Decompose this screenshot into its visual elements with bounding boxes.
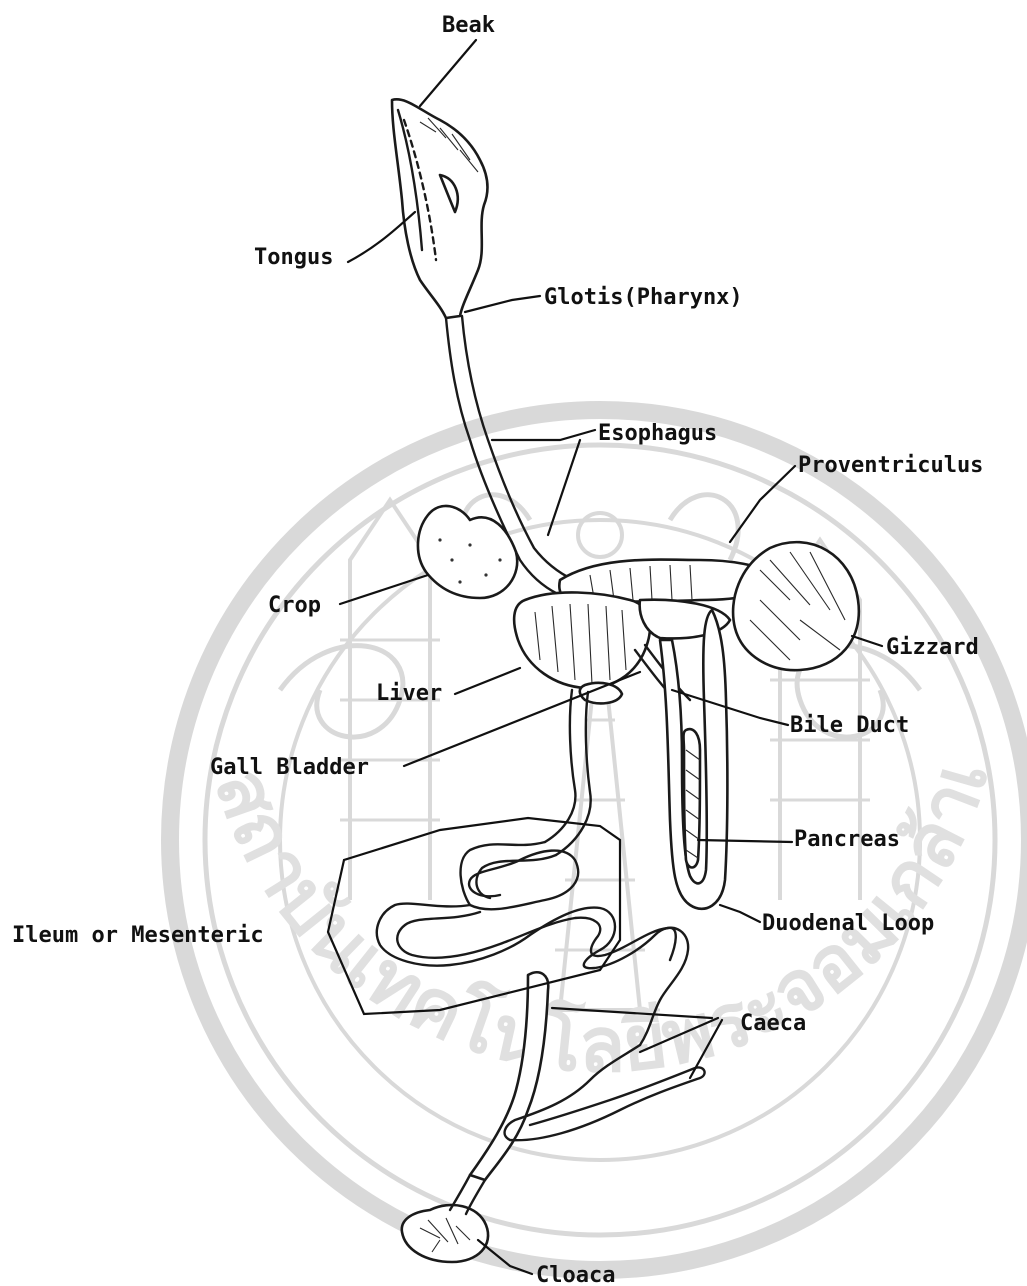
label-esophagus: Esophagus — [598, 421, 717, 446]
label-gall-bladder: Gall Bladder — [210, 755, 369, 780]
label-bile-duct: Bile Duct — [790, 713, 909, 738]
label-glotis: Glotis(Pharynx) — [544, 285, 743, 310]
label-duodenal-loop: Duodenal Loop — [762, 911, 934, 936]
label-beak: Beak — [442, 13, 495, 38]
label-liver: Liver — [376, 681, 442, 706]
leader-liver — [455, 668, 520, 694]
leader-glotis — [465, 296, 540, 312]
beak-shape — [392, 99, 487, 318]
liver-shape — [514, 592, 650, 688]
crop-shape — [418, 506, 517, 598]
label-cloaca: Cloaca — [536, 1263, 615, 1286]
label-proventriculus: Proventriculus — [798, 453, 983, 478]
cloaca-shape — [402, 1205, 488, 1262]
leader-crop — [340, 575, 428, 604]
leader-bile-duct — [672, 690, 788, 725]
label-pancreas: Pancreas — [794, 827, 900, 852]
leader-tongus — [348, 212, 415, 262]
leader-duodenal-loop — [720, 905, 760, 922]
leader-beak — [420, 40, 476, 106]
label-ileum: Ileum or Mesenteric — [12, 923, 264, 948]
label-tongus: Tongus — [254, 245, 333, 270]
label-caeca: Caeca — [740, 1011, 806, 1036]
intestine-upper-shape — [545, 690, 575, 842]
leader-esophagus-1 — [492, 430, 595, 440]
label-gizzard: Gizzard — [886, 635, 979, 660]
label-crop: Crop — [268, 593, 321, 618]
